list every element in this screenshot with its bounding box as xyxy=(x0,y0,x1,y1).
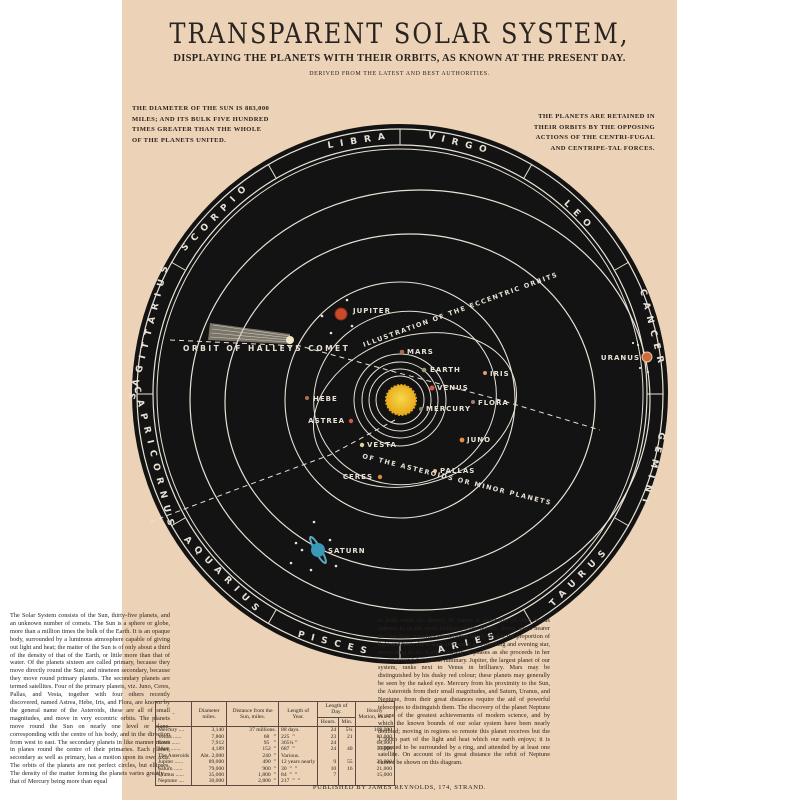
cell-motion: 109,000 xyxy=(354,726,396,734)
svg-text:VENUS: VENUS xyxy=(437,384,469,392)
cell-planet: Earth ...... xyxy=(154,740,193,747)
asteroid-hebe: HEBE xyxy=(305,395,338,403)
cell-min: 5¼ xyxy=(338,726,356,734)
svg-text:MARS: MARS xyxy=(407,348,434,356)
cell-year: 88 days. xyxy=(278,726,319,734)
asteroid-vesta: VESTA xyxy=(359,441,397,449)
asteroid-astrea: ASTREA xyxy=(308,417,354,425)
cell-min xyxy=(338,778,356,786)
cell-motion: 80,000 xyxy=(354,733,396,741)
cell-min: 55 xyxy=(338,759,356,766)
cell-motion: 68,000 xyxy=(354,740,396,747)
planet-mercury: MERCURY xyxy=(419,405,471,413)
sun xyxy=(385,384,417,416)
svg-text:PALLAS: PALLAS xyxy=(440,467,475,475)
col-diameter: Diameter miles. xyxy=(191,700,228,728)
cell-year: 84 ” ” xyxy=(278,772,319,779)
cell-year: 30 ” ” xyxy=(278,765,319,773)
cell-min xyxy=(338,772,356,779)
cell-year: 365¼ ” xyxy=(278,740,319,747)
cell-planet: Saturn ...... xyxy=(154,765,193,773)
cell-year: 12 years nearly xyxy=(278,759,319,766)
planet-uranus: URANUS xyxy=(601,341,653,374)
halleys-orbit-label: ORBIT OF HALLEYS COMET xyxy=(183,344,350,353)
col-motion: Hourly Motion, miles. xyxy=(354,700,396,728)
cell-motion: 21,000 xyxy=(354,765,396,773)
svg-text:VESTA: VESTA xyxy=(367,441,397,449)
cell-min: 40 xyxy=(338,746,356,753)
cell-planet: Mars ....... xyxy=(154,746,193,753)
body-text-left: The Solar System consists of the Sun, th… xyxy=(10,612,170,786)
cell-motion: 29,000 xyxy=(354,759,396,766)
cell-planet: Uranus ...... xyxy=(154,772,193,779)
col-planet: - xyxy=(154,700,193,728)
cell-year: 687 ” xyxy=(278,746,319,753)
cell-planet: Neptune .... xyxy=(154,778,193,786)
planet-saturn: SATURN xyxy=(289,520,366,572)
cell-planet: Jupiter ...... xyxy=(154,759,193,766)
asteroid-flora: FLORA xyxy=(471,399,509,407)
planet-mars: MARS xyxy=(399,348,434,356)
svg-text:JUNO: JUNO xyxy=(466,436,491,444)
cell-planet: Mercury .... xyxy=(154,726,193,734)
planet-jupiter: JUPITER xyxy=(320,298,391,335)
cell-hours: 24 xyxy=(317,726,340,734)
cell-diameter: 3,140 xyxy=(191,726,228,734)
halleys-comet xyxy=(208,323,294,344)
cell-year: Various. xyxy=(278,752,319,760)
body-text-right: to lead, while the density of Saturn is … xyxy=(378,617,550,767)
col-day: Length of Day. xyxy=(317,701,356,718)
orbit-forces-note: The planets are retained in their orbits… xyxy=(533,113,655,153)
planet-data-table: - Diameter miles. Distance from the Sun,… xyxy=(154,700,396,786)
cell-motion xyxy=(354,752,396,760)
asteroid-juno: JUNO xyxy=(459,436,491,444)
cell-min: 16 xyxy=(338,765,356,773)
asteroid-ceres: CERES xyxy=(343,473,383,481)
cell-motion: 55,000 xyxy=(354,746,396,753)
svg-text:URANUS: URANUS xyxy=(601,354,640,362)
cell-motion: 15,000 xyxy=(354,772,396,779)
col-min: Min. xyxy=(338,716,356,728)
planet-venus: VENUS xyxy=(429,384,469,392)
orbits xyxy=(149,189,651,611)
svg-text:JUPITER: JUPITER xyxy=(352,307,391,315)
svg-text:HEBE: HEBE xyxy=(313,395,338,403)
cell-planet: The Asteroids xyxy=(154,752,193,760)
svg-text:ASTREA: ASTREA xyxy=(308,417,345,425)
cell-planet: Venus ...... xyxy=(154,733,193,741)
asteroid-iris: IRIS xyxy=(483,370,510,378)
planet-earth: EARTH xyxy=(421,366,461,374)
asteroid-pallas: PALLAS xyxy=(433,467,475,475)
cell-year: 225 ” xyxy=(278,733,319,741)
page-subtitle: DISPLAYING THE PLANETS WITH THEIR ORBITS… xyxy=(173,53,626,64)
publisher-line: PUBLISHED BY JAMES REYNOLDS, 174, STRAND… xyxy=(312,784,487,791)
svg-text:CERES: CERES xyxy=(343,473,373,481)
sun-diameter-note: The diameter of the Sun is 883,000 miles… xyxy=(132,105,270,145)
col-hours: Hours. xyxy=(317,716,340,728)
cell-min xyxy=(338,752,356,760)
svg-text:MERCURY: MERCURY xyxy=(426,405,471,413)
page-title: TRANSPARENT SOLAR SYSTEM, xyxy=(169,17,630,51)
svg-text:EARTH: EARTH xyxy=(430,366,461,374)
cell-distance: 37 millions. xyxy=(226,726,280,734)
derived-note: DERIVED FROM THE LATEST AND BEST AUTHORI… xyxy=(309,71,490,77)
cell-motion xyxy=(354,778,396,786)
svg-text:SATURN: SATURN xyxy=(328,547,366,555)
col-distance: Distance from the Sun, miles. xyxy=(226,700,280,728)
cell-min: 21 xyxy=(338,733,356,741)
col-year: Length of Year. xyxy=(278,700,319,728)
cell-min xyxy=(338,740,356,747)
svg-text:IRIS: IRIS xyxy=(490,370,510,378)
cell-year: 217 ” ” xyxy=(278,778,319,786)
svg-text:FLORA: FLORA xyxy=(478,399,509,407)
